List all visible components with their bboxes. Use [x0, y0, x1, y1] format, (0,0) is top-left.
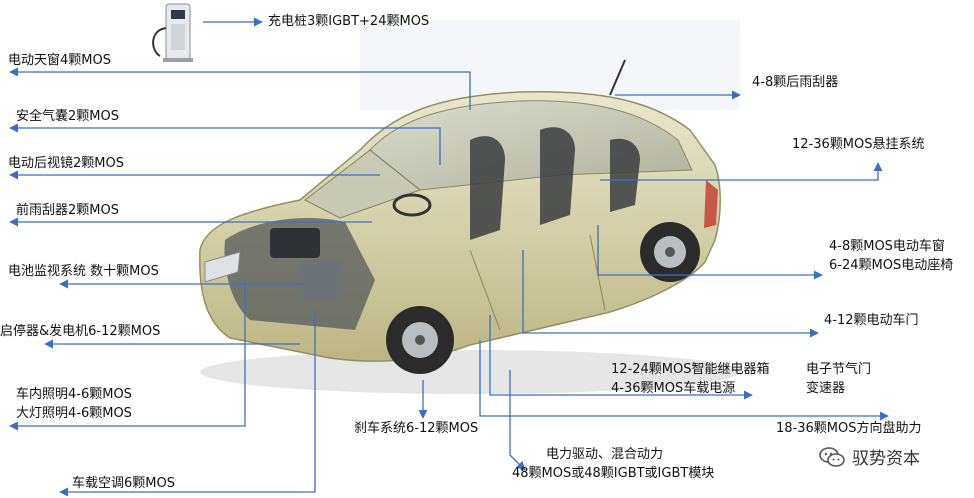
label-battery-monitor: 电池监视系统 数十颗MOS: [8, 264, 159, 279]
label-throttle: 电子节气门: [806, 362, 872, 377]
label-window: 4-8颗MOS电动车窗: [829, 239, 945, 254]
label-drive-line1: 电力驱动、混合动力: [546, 447, 664, 462]
label-onboard-power: 4-36颗MOS车载电源: [611, 381, 736, 396]
label-starter: 启停器&发电机6-12颗MOS: [0, 324, 161, 339]
label-sunroof: 电动天窗4颗MOS: [8, 53, 111, 68]
label-relay-power: 12-24颗MOS智能继电器箱 4-36颗MOS车载电源: [611, 360, 769, 398]
arrow-drive: [509, 370, 526, 471]
arrow-window-seat: [597, 225, 823, 280]
watermark: 驭势资本: [818, 444, 920, 469]
label-headlight: 大灯照明4-6颗MOS: [16, 406, 132, 421]
label-aircon: 车载空调6颗MOS: [72, 476, 175, 491]
arrow-sunroof: [9, 67, 471, 110]
label-interior-light: 车内照明4-6颗MOS: [16, 387, 132, 402]
label-window-seat: 4-8颗MOS电动车窗 6-24颗MOS电动座椅: [829, 237, 953, 275]
label-charging-pile: 充电桩3颗IGBT+24颗MOS: [268, 14, 430, 29]
label-lighting: 车内照明4-6颗MOS 大灯照明4-6颗MOS: [16, 385, 132, 423]
label-front-wiper: 前雨刮器2颗MOS: [16, 203, 119, 218]
arrow-steering: [479, 340, 889, 421]
label-transmission: 变速器: [806, 381, 846, 396]
wechat-icon: [819, 446, 845, 467]
label-steering: 18-36颗MOS方向盘助力: [776, 421, 922, 436]
arrow-relay: [489, 315, 753, 400]
car-body: [199, 59, 740, 394]
label-brake: 刹车系统6-12颗MOS: [354, 421, 479, 436]
arrow-door: [522, 250, 819, 338]
label-suspension: 12-36颗MOS悬挂系统: [792, 137, 925, 152]
label-drive-line2: 48颗MOS或48颗IGBT或IGBT模块: [512, 466, 715, 481]
charging-pile: [152, 3, 193, 62]
label-airbag: 安全气囊2颗MOS: [16, 109, 119, 124]
arrow-airbag: [9, 123, 441, 165]
label-throttle-transmission: 电子节气门 变速器: [806, 360, 871, 398]
arrow-suspension: [600, 162, 883, 181]
arrow-aircon: [59, 310, 316, 497]
label-drive: 电力驱动、混合动力 48颗MOS或48颗IGBT或IGBT模块: [512, 445, 714, 483]
watermark-text: 驭势资本: [852, 449, 920, 469]
label-door: 4-12颗电动车门: [824, 313, 919, 328]
label-seat: 6-24颗MOS电动座椅: [829, 258, 954, 273]
label-relay: 12-24颗MOS智能继电器箱: [611, 362, 770, 377]
label-rear-wiper: 4-8颗后雨刮器: [752, 75, 839, 90]
label-mirror: 电动后视镜2颗MOS: [8, 156, 124, 171]
arrow-lighting: [9, 280, 246, 431]
